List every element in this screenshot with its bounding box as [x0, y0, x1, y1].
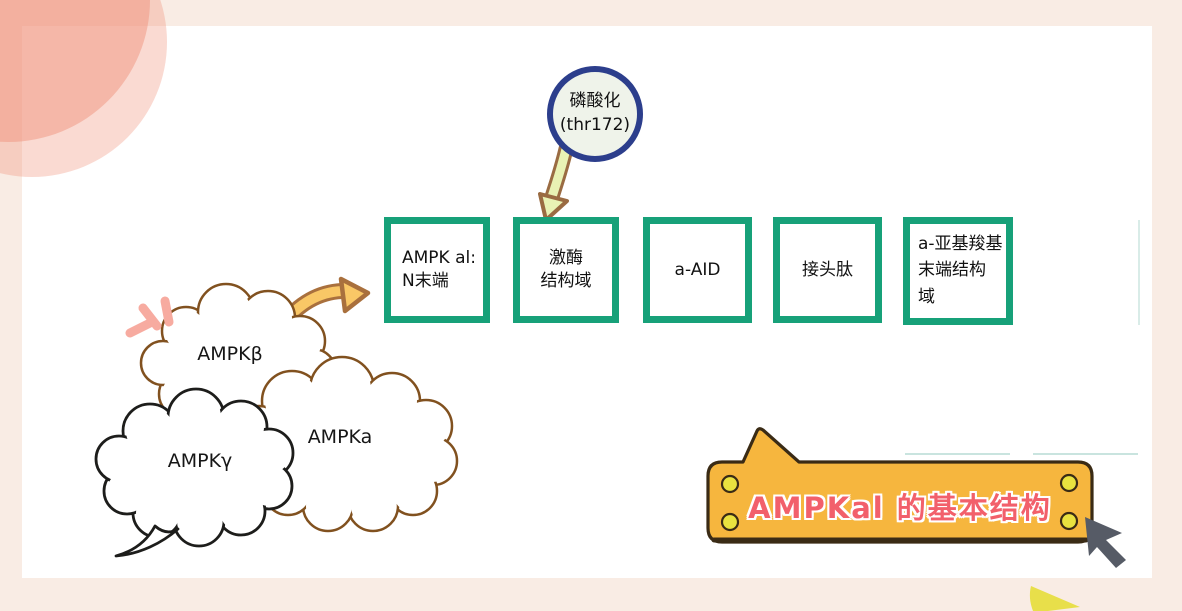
phosphorylation-label: 磷酸化 (thr172)	[559, 91, 631, 135]
domain-box-kinase-domain: 激酶 结构域	[513, 217, 619, 323]
sparkle-icon	[125, 296, 174, 338]
teal-guide-lines	[905, 220, 1140, 455]
cursor-icon	[1085, 517, 1126, 568]
cloud-ampk-alpha	[234, 355, 459, 533]
down-arrow-icon	[538, 141, 574, 222]
subunit-label-beta: AMPKβ	[197, 343, 263, 365]
subunit-label-alpha: AMPKa	[307, 426, 373, 448]
banner-rivets	[720, 473, 1079, 532]
domain-box-n-terminus: AMPK al: N末端	[384, 217, 490, 323]
paper-plane-icon	[1029, 586, 1080, 611]
domain-label: a-亚基羧基 末端结构 域	[918, 234, 1003, 307]
phosphorylation-node: 磷酸化 (thr172)	[547, 66, 643, 162]
speech-tail	[114, 524, 180, 558]
domain-box-c-terminal-domain: a-亚基羧基 末端结构 域	[903, 217, 1013, 325]
domain-label: a-AID	[674, 259, 721, 280]
domain-box-a-aid: a-AID	[643, 217, 752, 323]
subunit-label-gamma: AMPKγ	[167, 450, 233, 472]
cloud-ampk-gamma	[94, 387, 295, 558]
domain-box-linker-peptide: 接头肽	[773, 217, 882, 323]
corner-decor-circles	[0, 0, 167, 177]
domain-label: 激酶 结构域	[540, 248, 592, 291]
domain-label: 接头肽	[802, 259, 853, 280]
page-title: AMPKal 的基本结构	[748, 491, 1052, 525]
domain-label: AMPK al: N末端	[402, 248, 476, 291]
